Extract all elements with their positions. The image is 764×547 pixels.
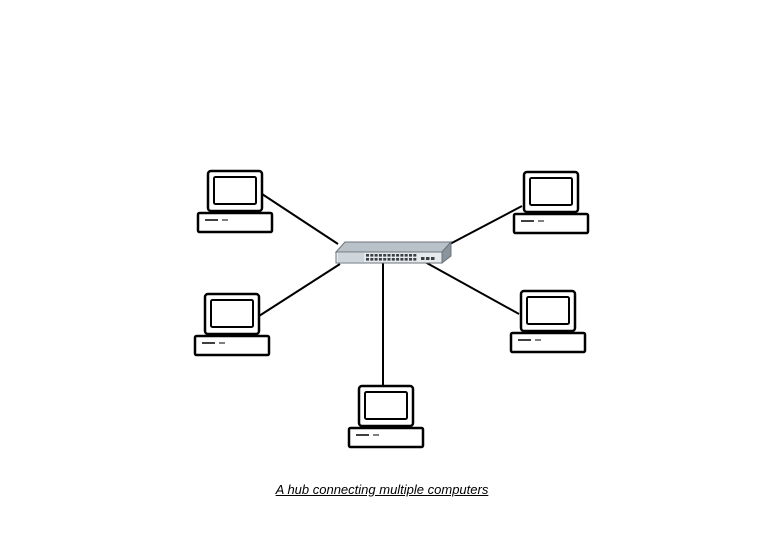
diagram-caption: A hub connecting multiple computers <box>275 482 489 497</box>
computer-middle-right <box>509 289 587 354</box>
computers-group <box>193 169 590 449</box>
link-computer-middle-right <box>424 261 520 315</box>
hub-icon <box>334 240 453 265</box>
computer-top-right <box>512 170 590 235</box>
link-computer-middle-left <box>258 263 341 317</box>
network-hub <box>334 240 453 265</box>
computer-middle-left <box>193 292 271 357</box>
connection-lines <box>258 193 523 388</box>
computer-top-left <box>196 169 274 234</box>
computer-bottom <box>347 384 425 449</box>
link-computer-top-right <box>447 205 523 246</box>
link-computer-top-left <box>261 193 339 245</box>
